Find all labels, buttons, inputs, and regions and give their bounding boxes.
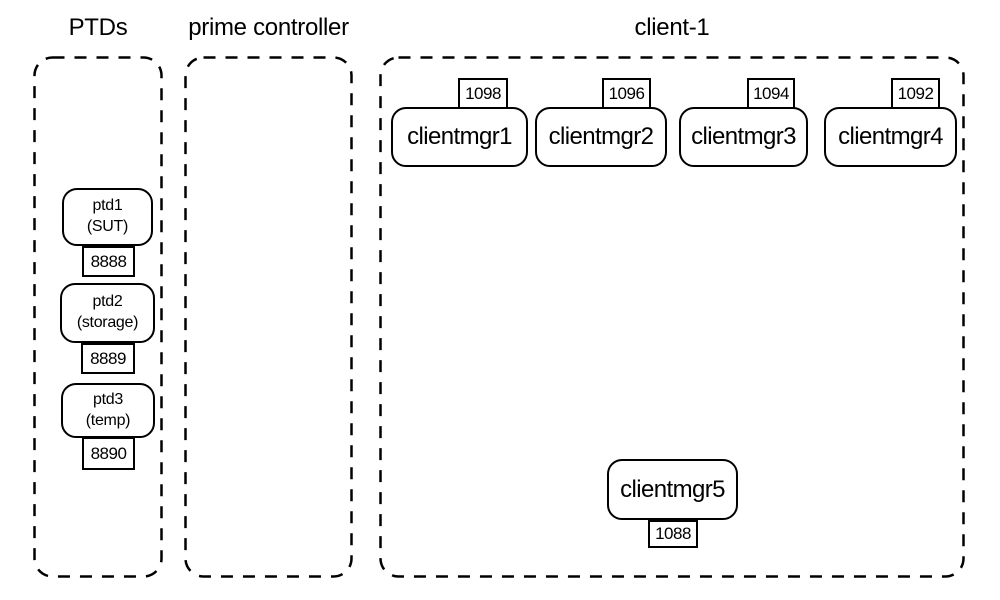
node-ptd2: ptd2 (storage) <box>60 283 155 343</box>
port-badge-clientmgr4: 1092 <box>891 78 940 109</box>
group-container-prime-controller <box>184 56 353 578</box>
node-sublabel: (temp) <box>85 411 131 429</box>
node-clientmgr2: clientmgr2 <box>535 107 667 167</box>
port-badge-clientmgr2: 1096 <box>602 78 651 109</box>
node-sublabel: (SUT) <box>86 218 129 235</box>
port-badge-ptd2: 8889 <box>81 343 135 374</box>
node-label: clientmgr5 <box>620 475 725 503</box>
node-label: ptd1 <box>92 197 123 215</box>
group-container-ptds <box>33 56 163 578</box>
node-ptd1: ptd1 (SUT) <box>62 188 153 246</box>
node-clientmgr4: clientmgr4 <box>824 107 957 167</box>
node-clientmgr3: clientmgr3 <box>679 107 808 167</box>
port-badge-clientmgr3: 1094 <box>747 78 795 109</box>
node-sublabel: (storage) <box>76 314 139 331</box>
group-title-ptds: PTDs <box>68 14 128 41</box>
port-badge-clientmgr1: 1098 <box>458 78 508 109</box>
node-clientmgr5: clientmgr5 <box>607 459 738 520</box>
group-title-prime-controller: prime controller <box>188 14 349 41</box>
node-label: clientmgr4 <box>838 123 943 151</box>
node-label: ptd3 <box>93 390 123 408</box>
group-title-client-1: client-1 <box>634 14 710 41</box>
port-badge-clientmgr5: 1088 <box>648 520 698 548</box>
node-label: clientmgr2 <box>548 123 654 151</box>
node-label: clientmgr3 <box>691 123 796 151</box>
node-label: ptd2 <box>92 293 123 311</box>
group-container-client-1 <box>379 56 965 578</box>
node-clientmgr1: clientmgr1 <box>391 107 528 167</box>
node-ptd3: ptd3 (temp) <box>61 383 155 438</box>
node-label: clientmgr1 <box>407 123 512 151</box>
port-badge-ptd3: 8890 <box>82 437 135 470</box>
port-badge-ptd1: 8888 <box>82 246 135 277</box>
